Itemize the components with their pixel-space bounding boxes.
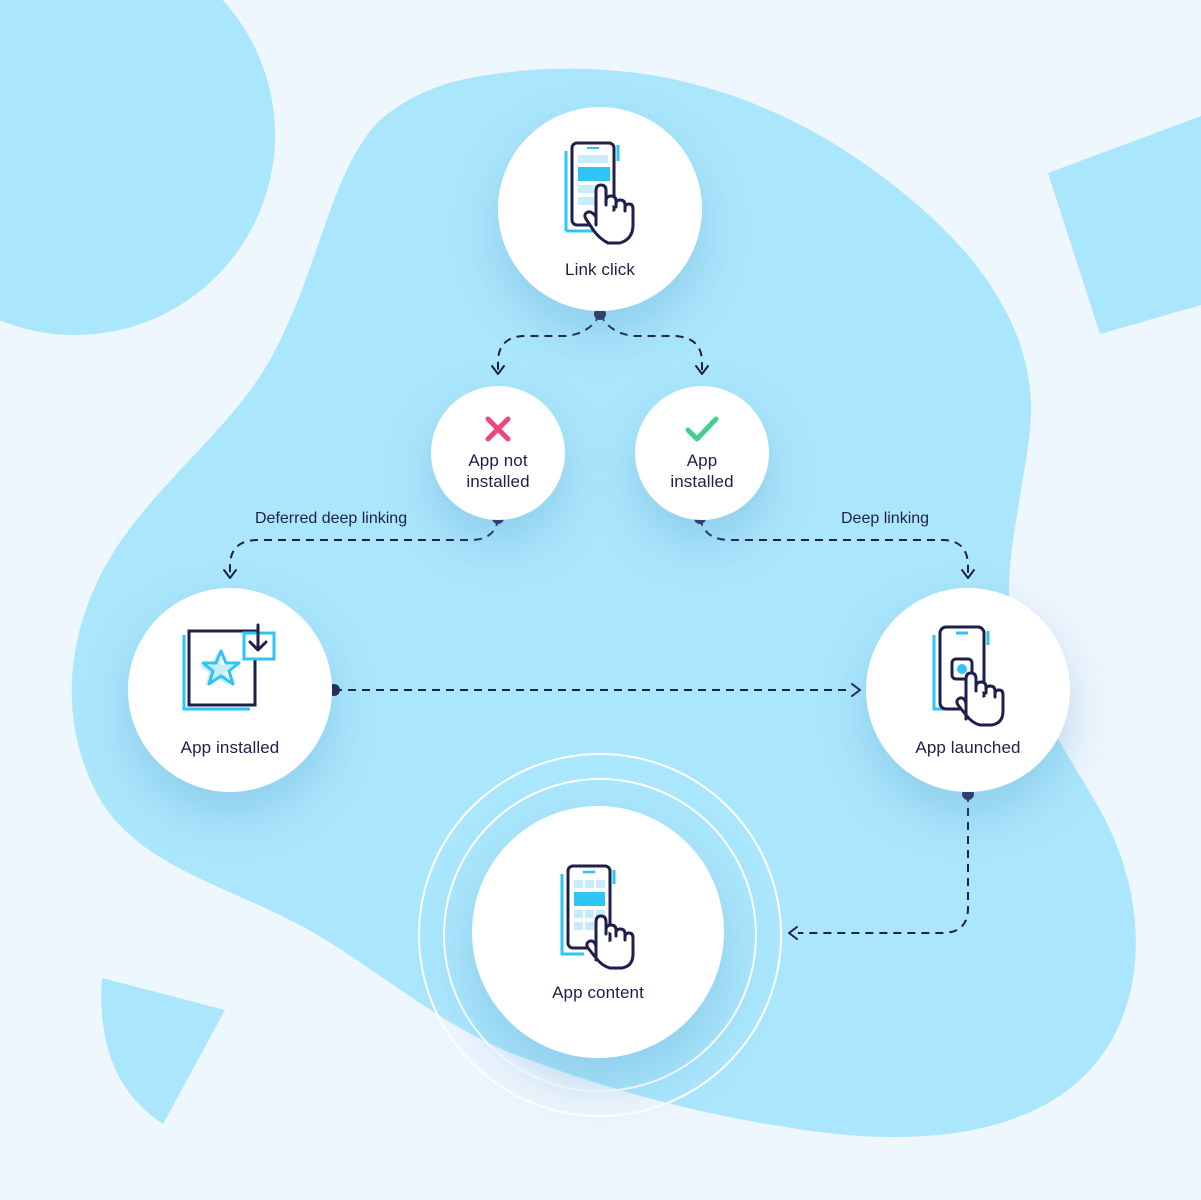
edge-label-deep-linking: Deep linking xyxy=(841,510,930,527)
close-icon xyxy=(485,416,511,442)
node-link-click-label: Link click xyxy=(565,259,635,279)
download-star-icon xyxy=(182,623,276,710)
node-app-not-installed: App not installed xyxy=(431,386,565,520)
connector-dot-link xyxy=(594,308,606,320)
edge-launched-to-content xyxy=(798,794,969,934)
pulse-ring-outer xyxy=(418,753,782,1117)
node-app-content: App content xyxy=(472,806,724,1058)
background-blob xyxy=(71,68,1136,1138)
check-icon xyxy=(685,416,719,442)
node-app-installed-label: App installed xyxy=(180,737,280,757)
edge-link-to-installed xyxy=(599,313,703,372)
edge-label-deferred-deep-linking: Deferred deep linking xyxy=(255,510,408,527)
decor-wedge-bottom-left xyxy=(101,978,225,1124)
node-app-launched-label: App launched xyxy=(915,737,1021,757)
arrowhead-deep xyxy=(961,569,975,579)
node-link-click: Link click xyxy=(498,107,702,311)
decor-quad-right xyxy=(1048,116,1201,334)
node-app-installed-check: App installed xyxy=(635,386,769,520)
node-app-launched: App launched xyxy=(866,588,1070,792)
pulse-ring-inner xyxy=(443,778,757,1092)
phone-content-icon xyxy=(560,864,635,969)
edge-deferred-deep-linking xyxy=(229,517,499,576)
arrowhead-to-launched xyxy=(851,683,861,697)
node-app-not-installed-label: App not installed xyxy=(466,451,530,491)
node-app-content-label: App content xyxy=(552,982,644,1002)
arrowhead-to-content xyxy=(788,926,798,940)
arrowhead-deferred xyxy=(223,569,237,579)
node-app-installed: App installed xyxy=(128,588,332,792)
arrowhead-installed xyxy=(695,365,709,375)
arrowhead-not-installed xyxy=(491,365,505,375)
phone-tap-icon xyxy=(564,141,635,244)
edge-link-to-not-installed xyxy=(497,313,601,372)
decor-circle-top-left xyxy=(0,0,275,335)
phone-launch-icon xyxy=(932,625,1005,726)
edge-deep-linking xyxy=(699,517,969,576)
node-app-installed-check-label: App installed xyxy=(670,451,734,491)
